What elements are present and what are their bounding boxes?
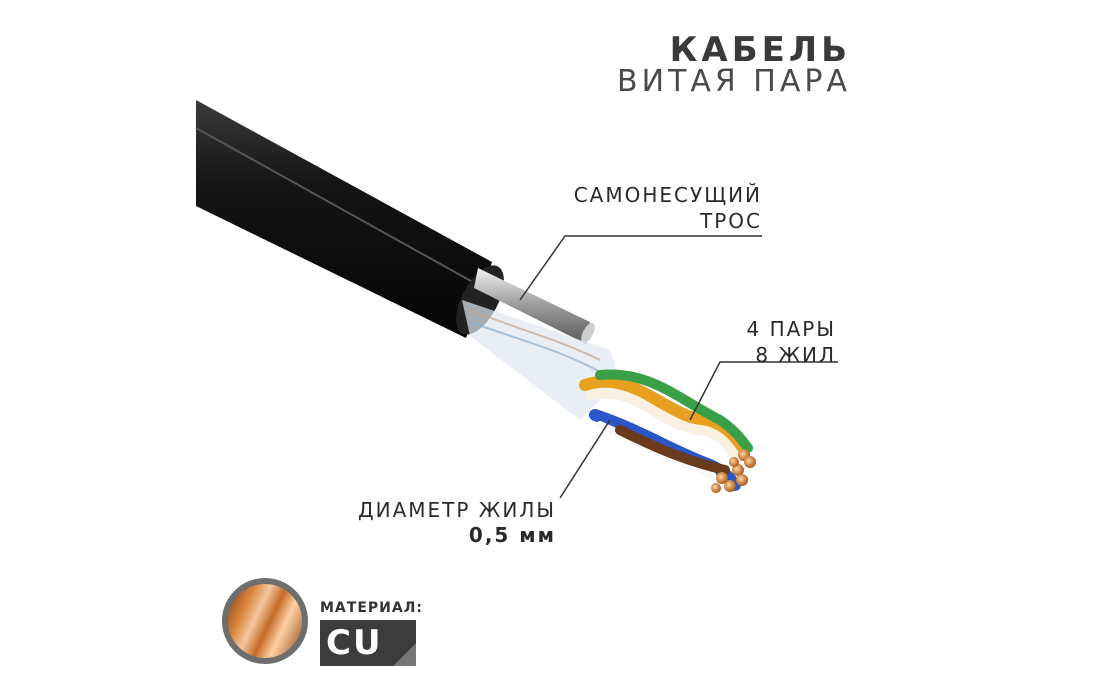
- callout-pairs-line-2: 8 ЖИЛ: [755, 343, 836, 367]
- callout-pairs-line-1: 4 ПАРЫ: [746, 317, 836, 341]
- copper-swatch-icon: [222, 578, 308, 664]
- twisted-pairs: [579, 369, 753, 491]
- callout-diameter-label: ДИАМЕТР ЖИЛЫ: [358, 498, 556, 522]
- callout-pairs: 4 ПАРЫ 8 ЖИЛ: [746, 316, 836, 368]
- callout-rope: САМОНЕСУЩИЙ ТРОС: [574, 182, 762, 234]
- copper-tips: [711, 449, 756, 493]
- callout-line-pairs: [689, 361, 838, 421]
- callout-rope-line-2: ТРОС: [700, 209, 762, 233]
- material-value-badge: CU: [320, 620, 416, 666]
- callout-lines: [519, 235, 838, 499]
- callout-line-rope: [519, 235, 762, 301]
- callout-diameter-value: 0,5 мм: [468, 523, 556, 547]
- title-line-2: ВИТАЯ ПАРА: [617, 64, 851, 99]
- steel-rope: [474, 268, 595, 344]
- material-caption: МАТЕРИАЛ:: [320, 600, 423, 616]
- material-value: CU: [326, 623, 383, 663]
- callout-line-diameter: [559, 419, 611, 499]
- title-line-1: КАБЕЛЬ: [669, 30, 851, 70]
- film-wrap: [462, 300, 620, 420]
- callout-rope-line-1: САМОНЕСУЩИЙ: [573, 183, 762, 207]
